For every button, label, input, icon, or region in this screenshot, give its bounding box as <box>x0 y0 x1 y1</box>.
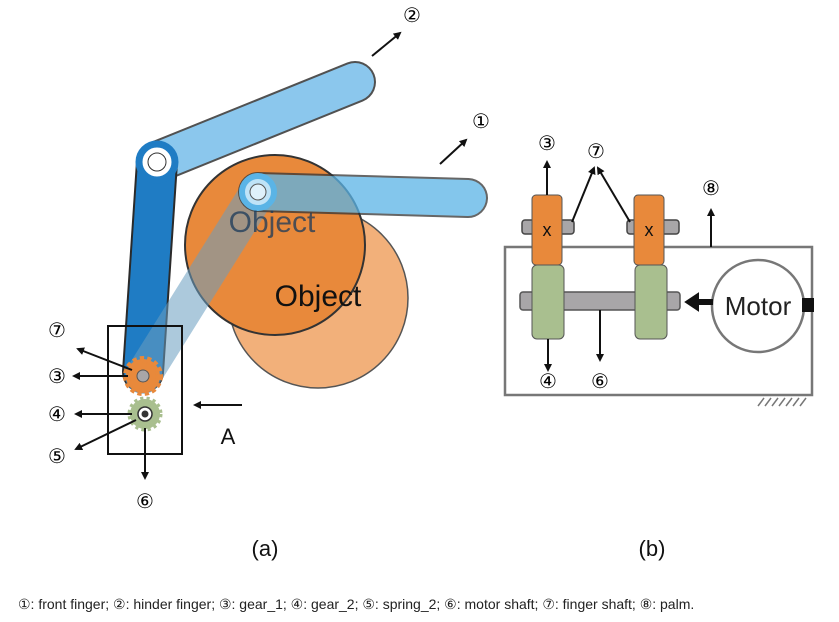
motor-force-arrow <box>684 292 713 312</box>
arrow-a-label: A <box>221 424 236 449</box>
markers-a: ② ① ⑦ ③ ④ ⑤ ⑥ <box>48 5 490 513</box>
markers-b: ③ ⑦ ⑧ ④ ⑥ <box>538 133 720 393</box>
marker-2: ② <box>403 5 421 27</box>
marker-1: ① <box>472 111 490 133</box>
panel-a-label: (a) <box>252 536 279 561</box>
marker-b-7: ⑦ <box>587 141 605 163</box>
motor-output <box>802 298 814 312</box>
gear-1-left-mark: x <box>543 220 552 240</box>
front-finger-lower-link <box>125 174 276 394</box>
object-label-top: Object <box>229 206 316 239</box>
marker-7: ⑦ <box>48 320 66 342</box>
motor-label: Motor <box>725 291 792 321</box>
gear-1 <box>123 356 163 396</box>
mechanism-diagram: Object Object ② <box>48 5 814 561</box>
panel-b-label: (b) <box>639 536 666 561</box>
marker-b-6: ⑥ <box>591 371 609 393</box>
marker-5: ⑤ <box>48 446 66 468</box>
marker-b-4: ④ <box>539 371 557 393</box>
front-joint-hole <box>249 183 267 201</box>
panel-a: Object Object ② <box>48 5 490 561</box>
front-finger <box>238 172 488 218</box>
gear-2-right <box>634 264 668 340</box>
leader-arrows-b <box>543 160 715 372</box>
leader-arrows-a <box>72 31 468 480</box>
object-label-bottom: Object <box>275 280 362 313</box>
figure-caption: ①: front finger; ②: hinder finger; ③: ge… <box>18 596 695 612</box>
marker-6: ⑥ <box>136 491 154 513</box>
gear-1-right-mark: x <box>645 220 654 240</box>
marker-b-8: ⑧ <box>702 178 720 200</box>
hinder-finger <box>136 61 376 183</box>
panel-b: x x Motor ③ ⑦ ⑧ ④ ⑥ (b) <box>503 133 814 561</box>
hinder-joint-hole <box>147 152 167 172</box>
ground-hatch <box>757 397 807 407</box>
hinder-finger-base <box>122 141 178 393</box>
gear-2 <box>127 396 163 432</box>
marker-4: ④ <box>48 404 66 426</box>
marker-3: ③ <box>48 366 66 388</box>
gear-2-left <box>531 264 565 340</box>
marker-b-3: ③ <box>538 133 556 155</box>
